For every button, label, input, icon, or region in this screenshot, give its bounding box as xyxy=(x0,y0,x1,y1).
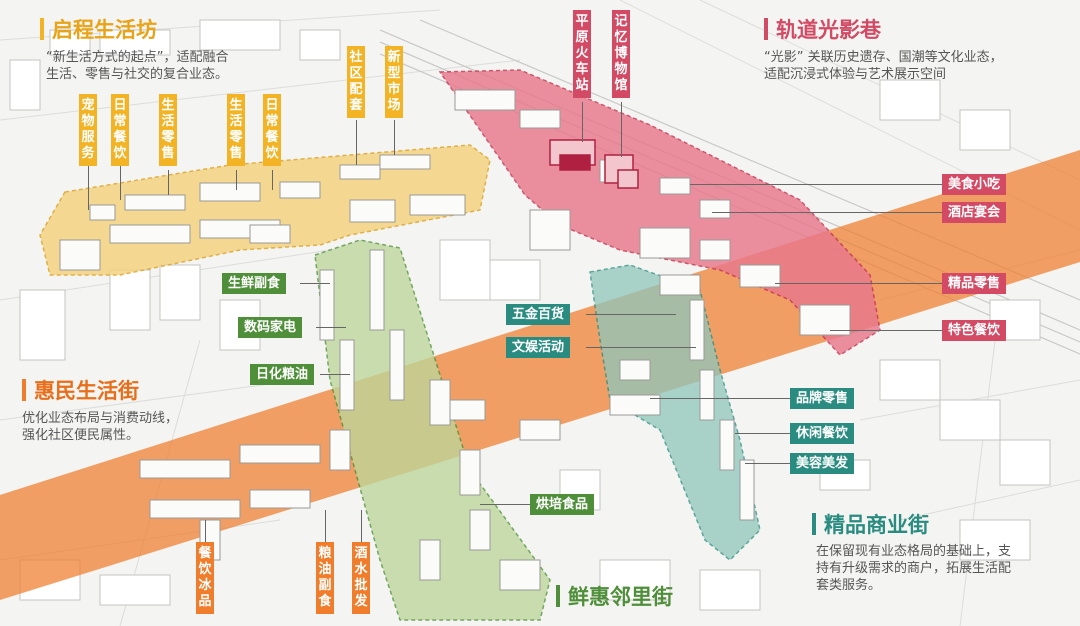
leader-line xyxy=(120,160,121,200)
leader-line xyxy=(586,314,676,315)
tag-daily-dining-2: 日常餐饮 xyxy=(263,94,281,166)
leader-line xyxy=(205,520,206,542)
qicheng-title: 启程生活坊 xyxy=(40,14,157,44)
leader-line xyxy=(775,283,942,284)
station-buildings xyxy=(549,139,639,189)
tag-new-market: 新型市场 xyxy=(385,46,403,118)
leader-line xyxy=(690,184,942,185)
jingpin-zone xyxy=(589,264,761,562)
leader-line xyxy=(325,510,326,542)
guidao-desc: “光影” 关联历史遗存、国潮等文化业态，适配沉浸式体验与艺术展示空间 xyxy=(764,50,1003,82)
leader-line xyxy=(650,398,790,399)
tag-digital-appliances: 数码家电 xyxy=(238,317,303,338)
tag-memory-museum: 记忆博物馆 xyxy=(612,10,630,98)
tag-snacks: 美食小吃 xyxy=(942,174,1007,195)
leader-line xyxy=(735,433,790,434)
leader-line xyxy=(586,347,696,348)
tag-grain-oil: 粮油副食 xyxy=(316,542,334,614)
leader-line xyxy=(272,170,273,190)
leader-line xyxy=(361,510,362,542)
leader-line xyxy=(621,102,622,157)
tag-leisure-dining: 休闲餐饮 xyxy=(790,423,855,444)
leader-line xyxy=(316,327,346,328)
tag-specialty-dining: 特色餐饮 xyxy=(942,320,1007,341)
background-buildings xyxy=(9,19,1051,611)
jingpin-desc: 在保留现有业态格局的基础上，支持有升级需求的商户，拓展生活配套类服务。 xyxy=(816,544,1012,593)
leader-line xyxy=(88,160,89,210)
tag-daily-dining: 日常餐饮 xyxy=(111,94,129,166)
leader-line xyxy=(582,102,583,142)
leader-line xyxy=(356,120,357,165)
tag-fresh-food: 生鲜副食 xyxy=(222,273,287,294)
leader-line xyxy=(480,504,530,505)
leader-line xyxy=(236,170,237,190)
tag-hardware-goods: 五金百货 xyxy=(506,304,571,325)
xianhui-zone xyxy=(314,239,551,621)
leader-line xyxy=(300,283,330,284)
leader-line xyxy=(745,463,790,464)
jingpin-title: 精品商业街 xyxy=(812,509,929,539)
leader-line xyxy=(394,120,395,155)
tag-pet-service: 宠物服务 xyxy=(79,94,97,166)
tag-hotel-banquet: 酒店宴会 xyxy=(942,202,1007,223)
tag-dining-desserts: 餐饮冰品 xyxy=(196,542,214,614)
leader-line xyxy=(320,374,350,375)
tag-daily-goods: 日化粮油 xyxy=(250,364,315,385)
tag-brand-retail: 品牌零售 xyxy=(790,388,855,409)
huimin-desc: 优化业态布局与消费动线，强化社区便民属性。 xyxy=(22,411,179,443)
leader-line xyxy=(830,330,942,331)
xianhui-title: 鲜惠邻里街 xyxy=(556,581,673,611)
tag-wine-wholesale: 酒水批发 xyxy=(352,542,370,614)
tag-community-facility: 社区配套 xyxy=(347,46,365,118)
guidao-title: 轨道光影巷 xyxy=(764,14,881,44)
tag-beauty-salon: 美容美发 xyxy=(790,453,855,474)
tag-entertainment: 文娱活动 xyxy=(506,337,571,358)
tag-boutique-retail: 精品零售 xyxy=(942,273,1007,294)
tag-bakery: 烘培食品 xyxy=(530,494,595,515)
leader-line xyxy=(712,212,942,213)
tag-life-retail-2: 生活零售 xyxy=(227,94,245,166)
qicheng-desc: “新生活方式的起点”，适配融合生活、零售与社交的复合业态。 xyxy=(46,50,229,82)
tag-pingyuan-station: 平原火车站 xyxy=(573,10,591,98)
leader-line xyxy=(168,170,169,195)
tag-life-retail: 生活零售 xyxy=(159,94,177,166)
huimin-title: 惠民生活街 xyxy=(22,375,139,405)
